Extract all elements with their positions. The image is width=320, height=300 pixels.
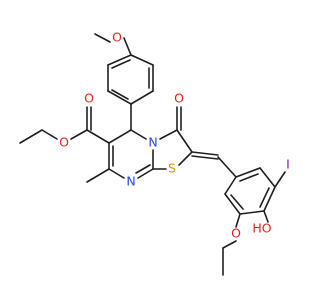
bond xyxy=(263,186,276,212)
ring-nitrogen-label: N xyxy=(148,135,157,150)
bond xyxy=(137,168,154,179)
bond xyxy=(224,176,237,195)
thiazolone-ring xyxy=(152,106,193,170)
bond xyxy=(235,167,261,178)
molecule-structure-diagram: O O O O N N S I HO O xyxy=(19,30,290,276)
bond xyxy=(176,129,193,153)
bond xyxy=(191,151,219,156)
ester-carbonyl-oxygen-label: O xyxy=(84,91,94,106)
bond xyxy=(94,33,111,43)
bond xyxy=(86,129,110,144)
bond xyxy=(135,164,151,174)
bond xyxy=(259,187,270,208)
bond xyxy=(263,210,269,223)
bond xyxy=(123,37,132,56)
bond xyxy=(191,155,219,160)
methoxyphenyl-group xyxy=(94,33,154,131)
atom-labels: O O O O N N S I HO O xyxy=(59,30,290,241)
ethyl-ester-group xyxy=(19,106,110,144)
bond xyxy=(217,156,237,178)
ethoxy-oxygen-label: O xyxy=(231,226,241,241)
benzylidene-bridge xyxy=(191,151,237,178)
bond xyxy=(178,151,193,166)
bond xyxy=(239,173,259,182)
bond xyxy=(130,54,154,66)
ketone-oxygen-label: O xyxy=(174,91,184,106)
structure-canvas: O O O O N N S I HO O xyxy=(19,30,290,276)
bond xyxy=(70,129,88,140)
substituted-phenyl-ring xyxy=(222,167,286,276)
bond xyxy=(108,129,132,144)
pyrimidine-ring xyxy=(86,129,154,183)
hydroxyl-label: HO xyxy=(252,221,271,236)
ring-sulfur-label: S xyxy=(168,161,176,176)
bond xyxy=(111,89,129,100)
iodine-label: I xyxy=(286,157,290,172)
methoxy-oxygen-label: O xyxy=(112,30,122,45)
bond xyxy=(239,210,265,215)
bond xyxy=(259,167,276,188)
imine-nitrogen-label: N xyxy=(126,174,135,189)
bond xyxy=(274,171,286,188)
ester-ether-oxygen-label: O xyxy=(59,135,69,150)
bond xyxy=(235,213,241,228)
bond xyxy=(222,240,237,249)
bond xyxy=(108,168,125,179)
bond xyxy=(224,193,241,215)
bond xyxy=(111,59,131,69)
bond xyxy=(159,129,178,140)
bond xyxy=(130,90,154,105)
bond xyxy=(41,129,58,140)
bond xyxy=(107,54,132,66)
bond xyxy=(107,90,132,105)
bond xyxy=(86,168,110,183)
bond xyxy=(230,194,244,210)
bond xyxy=(130,129,147,140)
bond xyxy=(19,129,43,144)
